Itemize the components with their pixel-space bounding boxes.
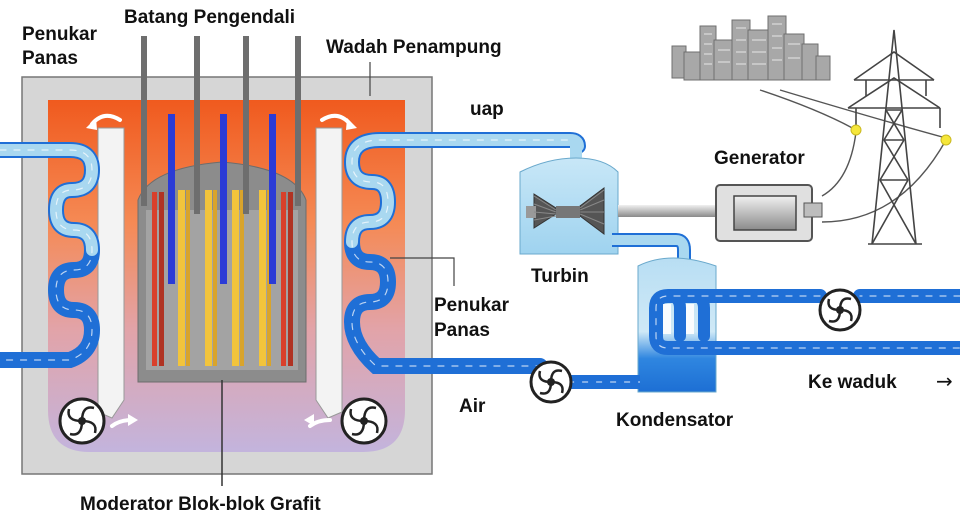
pump-feedwater xyxy=(529,360,573,404)
cooling-loop xyxy=(649,289,960,355)
label-moderator: Moderator Blok-blok Grafit xyxy=(80,494,321,515)
label-control-rods: Batang Pengendali xyxy=(124,7,296,28)
left-heat-exchanger-coil xyxy=(0,142,101,368)
right-heat-exchanger-coil xyxy=(343,132,586,374)
label-water: Air xyxy=(459,396,486,417)
label-heat-exchanger-right-1: Penukar xyxy=(434,295,509,316)
label-generator: Generator xyxy=(714,148,805,169)
generator xyxy=(715,184,823,242)
pump-cooling xyxy=(818,288,862,332)
label-heat-exchanger-left-2: Panas xyxy=(22,48,78,69)
pump-right xyxy=(340,397,388,445)
pump-left xyxy=(58,397,106,445)
leader-lines xyxy=(369,62,455,286)
insulator-lights xyxy=(850,124,952,146)
label-vessel: Wadah Penampung xyxy=(326,37,502,58)
turbine xyxy=(519,157,619,255)
flow-arrowheads-core xyxy=(86,118,357,426)
city-windows xyxy=(704,23,800,65)
fuel-rods xyxy=(152,190,293,366)
label-heat-exchanger-left-1: Penukar xyxy=(22,24,97,45)
condenser-tubes xyxy=(663,304,694,334)
transmission-tower xyxy=(847,29,941,245)
label-to-reservoir: Ke waduk xyxy=(808,372,897,393)
right-baffle xyxy=(315,127,343,419)
turbine-shaft xyxy=(618,205,718,217)
control-rods xyxy=(141,36,301,284)
label-turbine: Turbin xyxy=(531,266,589,287)
label-heat-exchanger-right-2: Panas xyxy=(434,320,490,341)
city-buildings-icon xyxy=(671,15,831,81)
label-steam: uap xyxy=(470,99,504,120)
right-arrow-icon: → xyxy=(936,369,953,393)
label-condenser: Kondensator xyxy=(616,410,734,431)
left-baffle xyxy=(97,127,125,419)
